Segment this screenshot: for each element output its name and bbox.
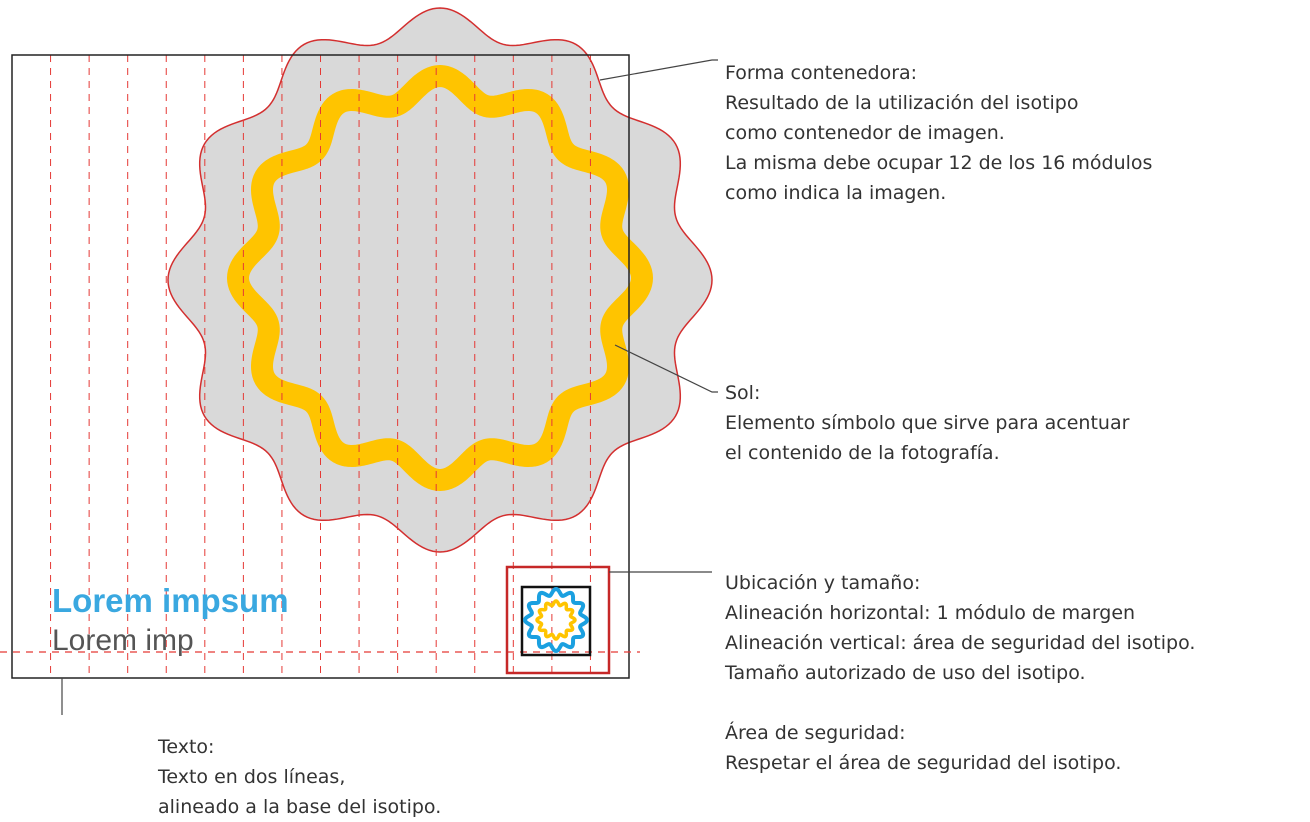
safety-area-box [505,565,611,675]
annotation-forma-line: como contenedor de imagen. [725,122,1005,144]
sun-ring-icon [227,65,653,491]
annotation-ubicacion-line: Alineación horizontal: 1 módulo de marge… [725,602,1136,624]
annotation-sol: Sol: Elemento símbolo que sirve para ace… [725,378,1129,468]
annotation-area-line: Respetar el área de seguridad del isotip… [725,752,1122,774]
annotation-texto: Texto: Texto en dos líneas, alineado a l… [158,732,441,822]
annotation-forma-line: Resultado de la utilización del isotipo [725,92,1079,114]
leader-forma [599,59,718,81]
annotation-forma: Forma contenedora: Resultado de la utili… [725,58,1152,208]
isotipo-box [520,585,592,657]
annotation-forma-line: como indica la imagen. [725,182,947,204]
annotation-texto-label: Texto: [158,736,215,758]
annotation-forma-label: Forma contenedora: [725,62,918,84]
annotation-ubicacion-line: Alineación vertical: área de seguridad d… [725,632,1196,654]
annotation-texto-line: alineado a la base del isotipo. [158,796,442,818]
container-shape [167,7,713,553]
annotation-forma-line: La misma debe ocupar 12 de los 16 módulo… [725,152,1153,174]
annotation-sol-label: Sol: [725,382,761,404]
leader-sol [614,344,718,393]
annotation-sol-line: Elemento símbolo que sirve para acentuar [725,412,1130,434]
annotation-texto-line: Texto en dos líneas, [158,766,346,788]
isotipo-outer-ring-icon [522,586,590,654]
artwork-subtitle: Lorem imp [52,624,194,657]
artwork-title: Lorem impsum [52,582,289,619]
isotipo-inner-ring-icon [535,599,577,641]
annotation-ubicacion: Ubicación y tamaño: Alineación horizonta… [725,568,1195,778]
annotation-ubicacion-line: Tamaño autorizado de uso del isotipo. [725,662,1086,684]
annotation-ubicacion-label: Ubicación y tamaño: [725,572,921,594]
annotation-area-label: Área de seguridad: [725,722,906,744]
artboard-frame [11,54,630,679]
annotation-sol-line: el contenido de la fotografía. [725,442,1000,464]
